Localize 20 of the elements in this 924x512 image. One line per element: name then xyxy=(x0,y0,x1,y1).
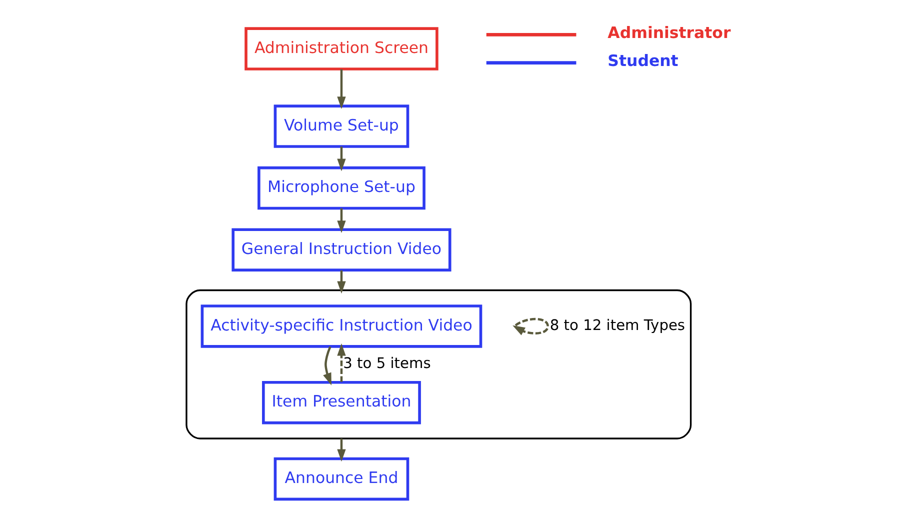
node-box: Item Presentation xyxy=(262,380,420,424)
node-box: Administration Screen xyxy=(244,27,438,70)
legend-label: Administrator xyxy=(607,22,730,42)
node-box: Microphone Set-up xyxy=(257,166,425,210)
arrow xyxy=(336,208,346,233)
arrow xyxy=(512,318,548,336)
node-box: General Instruction Video xyxy=(231,228,451,272)
node-box: Announce End xyxy=(273,457,409,501)
arrow xyxy=(322,346,331,386)
edge-label: 3 to 5 items xyxy=(342,355,430,372)
arrow xyxy=(336,438,346,462)
edge-label: 8 to 12 item Types xyxy=(549,317,685,334)
arrow xyxy=(336,146,346,172)
node-box: Volume Set-up xyxy=(273,104,409,148)
legend-label: Student xyxy=(607,50,678,70)
arrow xyxy=(336,69,346,109)
arrow xyxy=(336,343,346,382)
cluster xyxy=(185,289,692,440)
node-box: Activity-specific Instruction Video xyxy=(200,304,482,348)
arrow xyxy=(336,270,346,294)
